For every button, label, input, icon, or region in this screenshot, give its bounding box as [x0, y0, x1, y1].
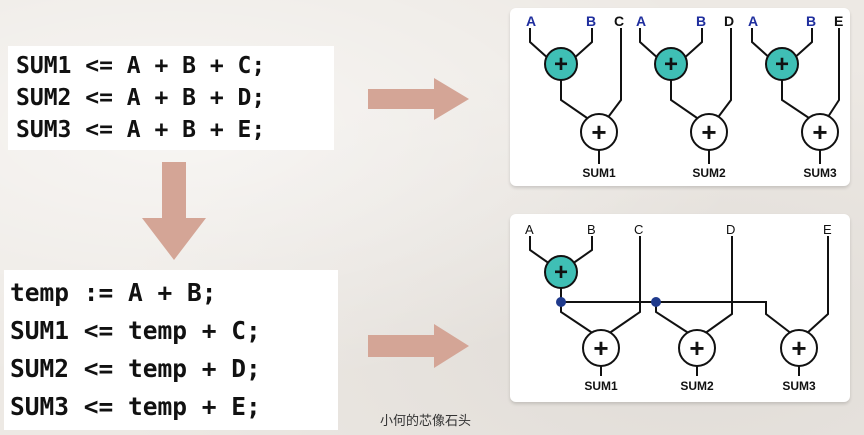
code-line: SUM1 <= A + B + C; [16, 53, 266, 79]
svg-text:+: + [791, 333, 806, 363]
input-label-a: A [525, 222, 534, 237]
input-label-a: A [526, 13, 536, 29]
adder-sum1: + [580, 113, 618, 151]
down-arrow-icon [142, 162, 206, 260]
input-label-e: E [834, 13, 843, 29]
adder-ab-2: + [654, 47, 688, 81]
input-label-b: B [586, 13, 596, 29]
input-label-a: A [636, 13, 646, 29]
right-arrow-icon [368, 324, 469, 368]
junction-dot [556, 297, 566, 307]
output-label-sum2: SUM2 [692, 166, 726, 180]
svg-text:+: + [593, 333, 608, 363]
adder-sum2: + [690, 113, 728, 151]
input-label-b: B [696, 13, 706, 29]
svg-text:+: + [689, 333, 704, 363]
output-label-sum1: SUM1 [582, 166, 616, 180]
svg-text:+: + [775, 51, 789, 78]
svg-text:+: + [701, 117, 716, 147]
adder-ab-1: + [544, 47, 578, 81]
code-line: SUM1 <= temp + C; [10, 316, 261, 345]
adder-sum1: + [582, 329, 620, 367]
diagram-shared-adder: + + + + A B C D E SUM1 SUM2 SUM3 [510, 214, 850, 402]
input-label-c: C [634, 222, 643, 237]
svg-text:+: + [664, 51, 678, 78]
adder-sum2: + [678, 329, 716, 367]
svg-text:+: + [554, 259, 568, 286]
output-label-sum2: SUM2 [680, 379, 714, 393]
code-block-unshared: SUM1 <= A + B + C; SUM2 <= A + B + D; SU… [8, 46, 334, 150]
svg-text:+: + [591, 117, 606, 147]
diagram-unshared-adders: + + + + + + A B C A B D [510, 8, 850, 186]
input-label-a: A [748, 13, 758, 29]
watermark: 小何的芯像石头 [380, 414, 472, 429]
code-line: SUM2 <= A + B + D; [16, 85, 266, 111]
svg-text:+: + [812, 117, 827, 147]
adder-ab-3: + [765, 47, 799, 81]
code-line: SUM3 <= temp + E; [10, 392, 261, 421]
junction-dot [651, 297, 661, 307]
code-block-shared: temp := A + B; SUM1 <= temp + C; SUM2 <=… [4, 270, 338, 430]
adder-sum3: + [780, 329, 818, 367]
code-line: temp := A + B; [10, 278, 217, 307]
input-label-c: C [614, 13, 624, 29]
shared-adder-ab: + [544, 255, 578, 289]
input-label-d: D [726, 222, 735, 237]
input-label-d: D [724, 13, 734, 29]
output-label-sum1: SUM1 [584, 379, 618, 393]
input-label-e: E [823, 222, 832, 237]
input-label-b: B [587, 222, 596, 237]
adder-sum3: + [801, 113, 839, 151]
svg-text:+: + [554, 51, 568, 78]
output-label-sum3: SUM3 [803, 166, 837, 180]
input-label-b: B [806, 13, 816, 29]
right-arrow-icon [368, 78, 469, 120]
output-label-sum3: SUM3 [782, 379, 816, 393]
code-line: SUM3 <= A + B + E; [16, 117, 266, 143]
code-line: SUM2 <= temp + D; [10, 354, 261, 383]
